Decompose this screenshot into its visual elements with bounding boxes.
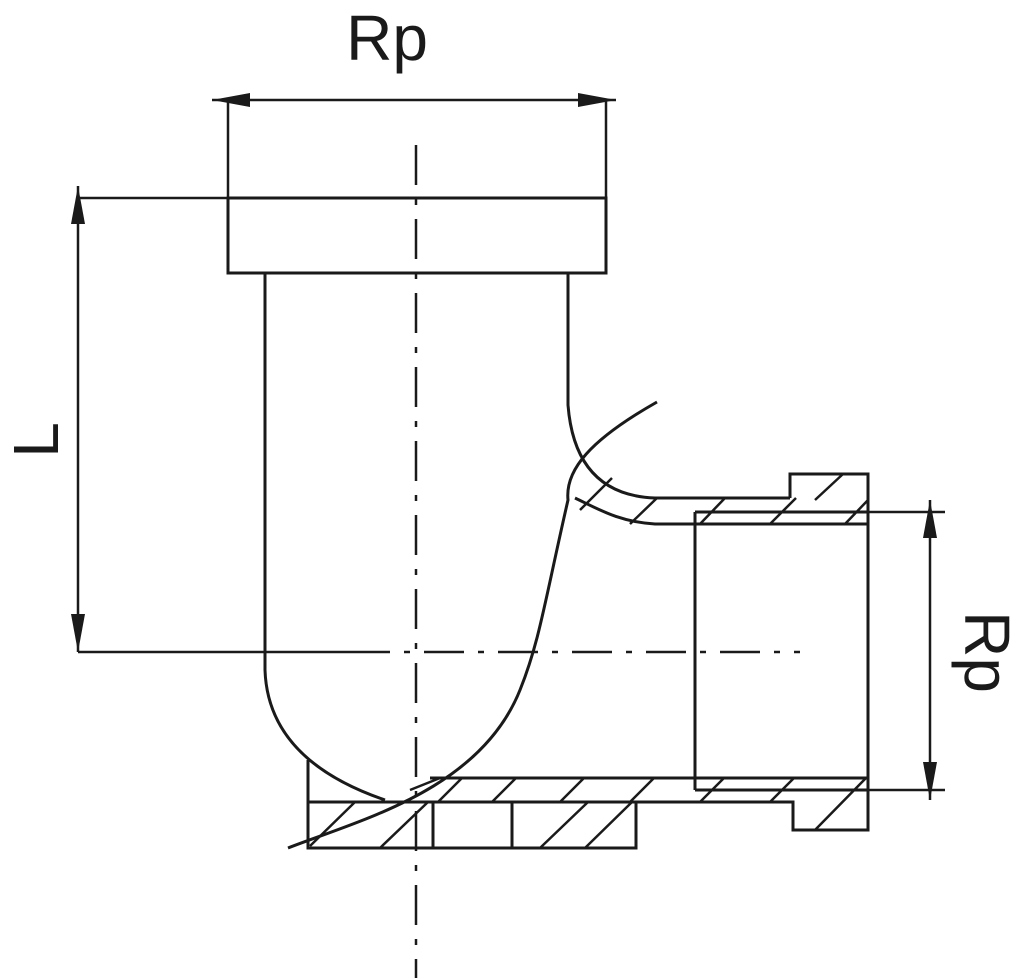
section-hatching [309,473,869,849]
arrowhead-up [923,500,937,538]
left-l-dimension: L [0,186,350,654]
arrowhead-down [71,614,85,652]
right-rp-dimension: Rp [868,500,1023,800]
center-lines [350,145,800,978]
right-socket [430,472,870,832]
arrowhead-down [923,762,937,800]
lower-section-wall [306,760,638,850]
section-break-line [287,400,658,850]
top-rp-label: Rp [346,2,428,74]
arrowhead-right [578,93,616,107]
arrowhead-up [71,186,85,224]
right-rp-label: Rp [951,611,1023,693]
top-rp-dimension: Rp [212,2,616,198]
left-l-label: L [0,422,72,458]
inner-bore-curve [574,496,700,526]
vertical-pipe-body [263,273,790,802]
arrowhead-left [212,93,250,107]
